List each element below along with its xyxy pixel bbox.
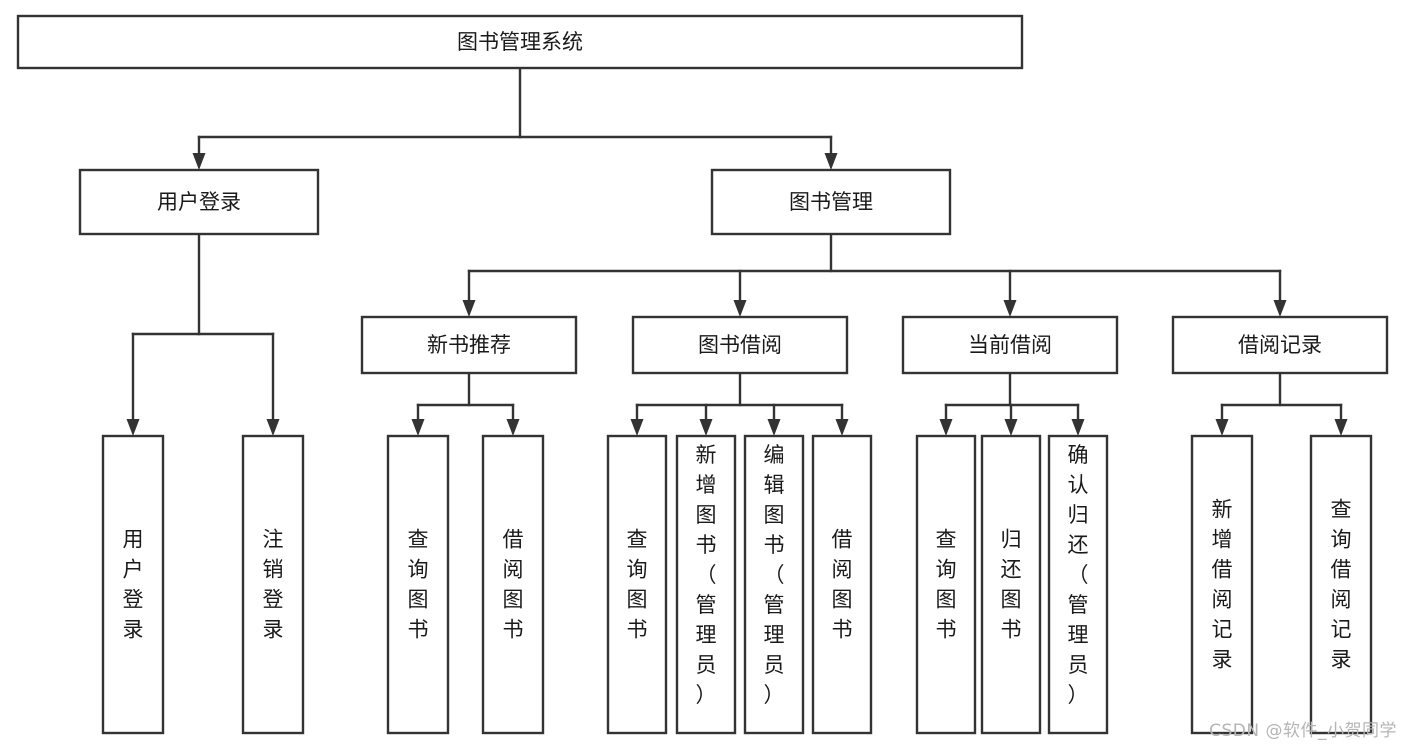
node-box-leaf-user-logout[interactable] — [241, 434, 305, 735]
arrow-head-icon — [462, 300, 476, 317]
node-label-编辑图书管理员: 编辑图书（管理员） — [764, 443, 785, 707]
arrow-head-icon — [506, 419, 520, 436]
node-box-root[interactable] — [16, 14, 1024, 70]
node-label-图书管理系统: 图书管理系统 — [457, 30, 583, 54]
connector-root — [192, 66, 838, 170]
node-leaf-user-login[interactable]: 用户登录 — [101, 434, 165, 735]
node-label-借阅图书: 借阅图书 — [503, 528, 524, 642]
node-box-leaf-add-book[interactable] — [675, 434, 737, 735]
node-book-borrow[interactable]: 图书借阅 — [631, 315, 849, 375]
node-leaf-edit-book[interactable]: 编辑图书（管理员） — [743, 434, 805, 735]
arrow-head-icon — [1003, 300, 1017, 317]
node-box-leaf-borrow-book-2[interactable] — [811, 434, 873, 735]
node-root[interactable]: 图书管理系统 — [16, 14, 1024, 70]
arrow-head-icon — [1273, 300, 1287, 317]
node-leaf-query-book-3[interactable]: 查询图书 — [915, 434, 977, 735]
arrow-head-icon — [126, 419, 140, 436]
node-label-新增图书管理员: 新增图书（管理员） — [696, 443, 717, 707]
arrow-head-icon — [1004, 419, 1018, 436]
arrow-head-icon — [835, 419, 849, 436]
node-leaf-query-book-1[interactable]: 查询图书 — [386, 434, 450, 735]
node-label-查询借阅记录: 查询借阅记录 — [1331, 498, 1352, 672]
node-label-确认归还管理员: 确认归还（管理员） — [1068, 443, 1089, 707]
node-leaf-query-record[interactable]: 查询借阅记录 — [1309, 434, 1373, 735]
connector-book-manage — [462, 232, 1287, 317]
node-box-current-borrow[interactable] — [901, 315, 1119, 375]
node-label-查询图书: 查询图书 — [408, 528, 429, 642]
node-label-查询图书: 查询图书 — [936, 528, 957, 642]
node-box-leaf-edit-book[interactable] — [743, 434, 805, 735]
arrow-head-icon — [1071, 419, 1085, 436]
arrow-head-icon — [733, 300, 747, 317]
node-label-用户登录: 用户登录 — [157, 190, 241, 214]
node-user-login[interactable]: 用户登录 — [78, 168, 320, 236]
node-label-借阅图书: 借阅图书 — [832, 528, 853, 642]
arrow-head-icon — [1215, 419, 1229, 436]
node-box-leaf-confirm-return[interactable] — [1047, 434, 1109, 735]
node-book-manage[interactable]: 图书管理 — [710, 168, 952, 236]
csdn-watermark: CSDN @软件_小贺同学 — [1209, 721, 1397, 741]
connector-user-login — [126, 232, 280, 436]
arrow-head-icon — [266, 419, 280, 436]
node-leaf-user-logout[interactable]: 注销登录 — [241, 434, 305, 735]
node-new-book-rec[interactable]: 新书推荐 — [360, 315, 578, 375]
arrow-head-icon — [824, 153, 838, 170]
node-box-leaf-query-record[interactable] — [1309, 434, 1373, 735]
arrow-head-icon — [411, 419, 425, 436]
node-label-查询图书: 查询图书 — [627, 528, 648, 642]
node-box-leaf-query-book-1[interactable] — [386, 434, 450, 735]
node-current-borrow[interactable]: 当前借阅 — [901, 315, 1119, 375]
node-box-leaf-query-book-3[interactable] — [915, 434, 977, 735]
node-box-leaf-borrow-book-1[interactable] — [481, 434, 545, 735]
node-label-用户登录: 用户登录 — [123, 528, 144, 642]
arrow-head-icon — [699, 419, 713, 436]
node-leaf-borrow-book-1[interactable]: 借阅图书 — [481, 434, 545, 735]
arrow-head-icon — [939, 419, 953, 436]
node-label-借阅记录: 借阅记录 — [1238, 333, 1322, 357]
connector-current-borrow — [939, 371, 1085, 436]
node-leaf-add-record[interactable]: 新增借阅记录 — [1190, 434, 1254, 735]
node-leaf-add-book[interactable]: 新增图书（管理员） — [675, 434, 737, 735]
node-box-leaf-query-book-2[interactable] — [606, 434, 668, 735]
connector-layer — [126, 66, 1348, 436]
node-box-user-login[interactable] — [78, 168, 320, 236]
node-leaf-return-book[interactable]: 归还图书 — [980, 434, 1042, 735]
arrow-head-icon — [1334, 419, 1348, 436]
node-box-book-manage[interactable] — [710, 168, 952, 236]
node-label-新增借阅记录: 新增借阅记录 — [1212, 498, 1233, 672]
node-label-当前借阅: 当前借阅 — [968, 333, 1052, 357]
node-box-borrow-record[interactable] — [1171, 315, 1389, 375]
connector-book-borrow — [630, 371, 849, 436]
node-leaf-confirm-return[interactable]: 确认归还（管理员） — [1047, 434, 1109, 735]
node-box-leaf-user-login[interactable] — [101, 434, 165, 735]
node-label-图书借阅: 图书借阅 — [698, 333, 782, 357]
node-borrow-record[interactable]: 借阅记录 — [1171, 315, 1389, 375]
arrow-head-icon — [767, 419, 781, 436]
node-leaf-borrow-book-2[interactable]: 借阅图书 — [811, 434, 873, 735]
arrow-head-icon — [192, 153, 206, 170]
arrow-head-icon — [630, 419, 644, 436]
node-label-注销登录: 注销登录 — [263, 528, 284, 642]
node-label-新书推荐: 新书推荐 — [427, 333, 511, 357]
node-label-归还图书: 归还图书 — [1001, 528, 1022, 642]
connector-borrow-record — [1215, 371, 1348, 436]
node-box-leaf-return-book[interactable] — [980, 434, 1042, 735]
node-leaf-query-book-2[interactable]: 查询图书 — [606, 434, 668, 735]
node-box-new-book-rec[interactable] — [360, 315, 578, 375]
node-box-book-borrow[interactable] — [631, 315, 849, 375]
node-box-leaf-add-record[interactable] — [1190, 434, 1254, 735]
node-layer: 图书管理系统用户登录图书管理新书推荐图书借阅当前借阅借阅记录用户登录注销登录查询… — [16, 14, 1389, 735]
node-label-图书管理: 图书管理 — [789, 190, 873, 214]
connector-new-book-rec — [411, 371, 520, 436]
